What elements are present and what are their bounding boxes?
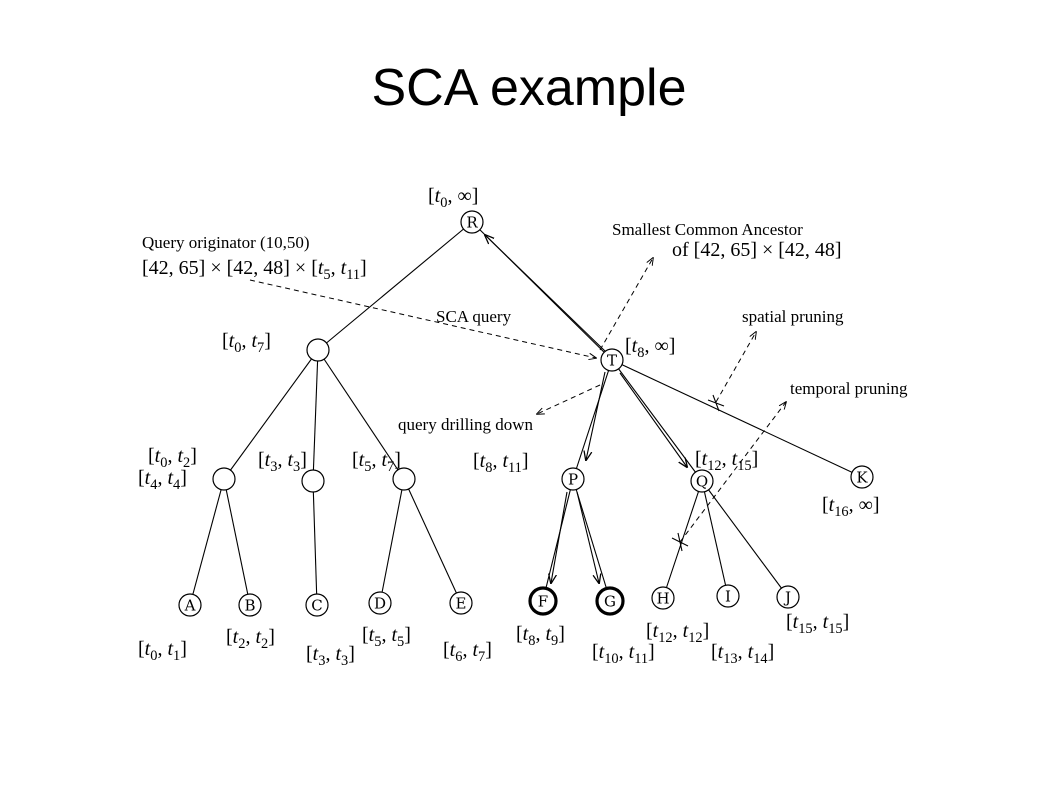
- interval-labels: [t0​, ∞] [t0​, t7​] [t8​, ∞] [t0​, t2​] …: [138, 185, 880, 669]
- svg-text:B: B: [244, 597, 255, 615]
- arrow-t-to-r: [485, 235, 607, 353]
- interval-r: [t0​, ∞]: [428, 185, 478, 211]
- interval-f: [t8​, t9​]: [516, 623, 565, 649]
- svg-text:G: G: [604, 593, 616, 611]
- interval-t: [t8​, ∞]: [625, 335, 675, 361]
- pruning-marks: [671, 394, 725, 552]
- node-r: R: [460, 210, 484, 234]
- node-f: F: [528, 586, 558, 616]
- query-originator-label: Query originator (10,50): [142, 233, 310, 252]
- edge-n3-c: [312, 480, 318, 606]
- node-t: T: [600, 348, 624, 372]
- edge-t-k: [611, 359, 863, 478]
- node-a: A: [178, 593, 202, 617]
- query-region-label: [42, 65] × [42, 48] × [t5​, t11​]: [142, 257, 367, 283]
- svg-text:E: E: [456, 595, 467, 613]
- node-i: I: [716, 584, 740, 608]
- edge-p-f: [542, 478, 574, 601]
- interval-b: [t2​, t2​]: [226, 626, 275, 652]
- edge-n2-b: [223, 478, 251, 606]
- svg-text:Q: Q: [696, 473, 708, 491]
- slide-title: SCA example: [371, 59, 687, 117]
- edge-t-p: [572, 359, 613, 480]
- temporal-pruning-label: temporal pruning: [790, 379, 908, 398]
- svg-text:P: P: [568, 471, 578, 489]
- interval-c: [t3​, t3​]: [306, 643, 355, 669]
- tree-edges: [189, 221, 863, 606]
- interval-p: [t8​, t11​]: [473, 450, 529, 476]
- edge-r-n1: [317, 221, 473, 351]
- node-b: B: [238, 593, 262, 617]
- arrow-t-to-q: [619, 372, 687, 467]
- interval-i: [t13​, t14​]: [711, 641, 774, 667]
- svg-text:I: I: [725, 588, 731, 606]
- node-q: Q: [690, 469, 714, 493]
- node-n4: [392, 467, 416, 491]
- edge-q-j: [701, 480, 789, 598]
- interval-j: [t15​, t15​]: [786, 611, 849, 637]
- svg-text:C: C: [311, 597, 322, 615]
- edge-n1-n3: [312, 349, 319, 482]
- node-h: H: [651, 586, 675, 610]
- interval-k: [t16​, ∞]: [822, 494, 880, 520]
- sca-title-label: Smallest Common Ancestor: [612, 220, 803, 239]
- interval-g: [t10​, t11​]: [592, 641, 655, 667]
- arrow-p-to-g: [576, 491, 599, 583]
- node-g: G: [595, 586, 625, 616]
- edge-n1-n2: [223, 349, 319, 480]
- node-d: D: [368, 591, 392, 615]
- spatial-pruning-label: spatial pruning: [742, 307, 844, 326]
- annotation-arrows: [249, 258, 786, 543]
- query-path-arrows: [485, 235, 687, 583]
- interval-h: [t12​, t12​]: [646, 620, 709, 646]
- edge-n4-d: [379, 478, 405, 604]
- interval-n4: [t5​, t7​]: [352, 449, 401, 475]
- interval-e: [t6​, t7​]: [443, 639, 492, 665]
- interval-n2b: [t4​, t4​]: [138, 467, 187, 493]
- edge-t-q: [611, 359, 703, 482]
- svg-text:K: K: [856, 469, 868, 487]
- svg-text:A: A: [184, 597, 196, 615]
- svg-text:F: F: [538, 593, 548, 611]
- tree-nodes: R T P Q K A B C D E F G H I J: [178, 210, 874, 617]
- edge-n2-a: [189, 478, 225, 606]
- node-p: P: [561, 467, 585, 491]
- temporal-pruning-arrow: [679, 402, 786, 543]
- node-j: J: [776, 585, 800, 609]
- arrow-t-to-p: [586, 371, 606, 460]
- svg-text:H: H: [656, 590, 669, 608]
- edge-n4-e: [403, 478, 462, 604]
- node-e: E: [449, 591, 473, 615]
- svg-text:D: D: [374, 595, 386, 613]
- interval-d: [t5​, t5​]: [362, 624, 411, 650]
- node-n1: [306, 338, 330, 362]
- node-n2: [212, 467, 236, 491]
- temporal-prune-cross: [671, 532, 689, 552]
- edge-q-i: [701, 480, 729, 597]
- node-n3: [301, 469, 325, 493]
- spatial-pruning-arrow: [715, 332, 756, 403]
- sca-region-label: of [42, 65] × [42, 48]: [672, 239, 842, 261]
- arrow-p-to-f: [551, 491, 568, 583]
- node-k: K: [850, 465, 874, 489]
- node-c: C: [305, 593, 329, 617]
- interval-a: [t0​, t1​]: [138, 638, 187, 664]
- spatial-prune-cross: [707, 394, 725, 412]
- interval-n3: [t3​, t3​]: [258, 449, 307, 475]
- interval-n1: [t0​, t7​]: [222, 330, 271, 356]
- svg-text:J: J: [783, 589, 791, 607]
- svg-text:R: R: [466, 214, 478, 232]
- annotation-labels: Query originator (10,50) [42, 65] × [42,…: [142, 220, 908, 434]
- edge-n1-n4: [317, 349, 405, 480]
- svg-text:T: T: [607, 352, 617, 370]
- query-drilling-label: query drilling down: [398, 415, 534, 434]
- drilling-down-arrow: [537, 384, 601, 414]
- sca-query-label: SCA query: [436, 307, 512, 326]
